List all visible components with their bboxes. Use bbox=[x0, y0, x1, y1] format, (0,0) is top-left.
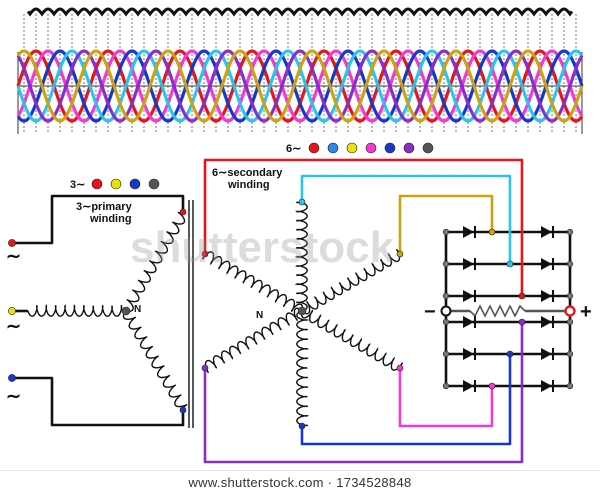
secondary-end-blue bbox=[298, 422, 306, 430]
secondary-phase-label: 6∼ bbox=[286, 143, 301, 155]
secondary-end-magenta bbox=[396, 364, 404, 372]
diode-right-1 bbox=[541, 226, 552, 238]
bridge-tap-red bbox=[518, 292, 526, 300]
diode-right-5 bbox=[541, 348, 552, 360]
bridge-node-left-2 bbox=[442, 260, 450, 268]
primary-neutral-node bbox=[121, 306, 131, 316]
load-resistor bbox=[469, 304, 526, 318]
primary-coil-lower bbox=[122, 310, 188, 408]
bridge-node-left-6 bbox=[442, 382, 450, 390]
secondary-wire-purple bbox=[203, 322, 524, 464]
bridge-tap-blue bbox=[506, 350, 514, 358]
bridge-node-right-6 bbox=[566, 382, 574, 390]
primary-coil-end-blue bbox=[179, 406, 187, 414]
transformer-rectifier-circuit: 3∼ 3∼primary winding 6∼ 6∼secondary wind… bbox=[6, 142, 592, 464]
diode-left-1 bbox=[463, 226, 474, 238]
secondary-coil-upleft bbox=[201, 251, 304, 312]
primary-terminal-yellow bbox=[8, 307, 16, 315]
waveform-panel bbox=[16, 7, 584, 134]
secondary-wire-cyan bbox=[300, 174, 512, 264]
secondary-legend-dot-6 bbox=[403, 142, 415, 154]
secondary-wire-magenta bbox=[398, 368, 494, 428]
primary-coil-middle bbox=[27, 304, 123, 317]
secondary-coil-upright bbox=[301, 249, 401, 315]
secondary-legend-dot-1 bbox=[308, 142, 320, 154]
diode-right-2 bbox=[541, 258, 552, 270]
bridge-node-left-4 bbox=[442, 318, 450, 326]
secondary-neutral-node bbox=[297, 306, 307, 316]
ac-symbol-1: ∼ bbox=[6, 246, 21, 266]
primary-legend-dot-1 bbox=[91, 178, 103, 190]
primary-wire-top bbox=[12, 194, 185, 245]
secondary-end-purple bbox=[201, 364, 209, 372]
secondary-legend-dot-3 bbox=[346, 142, 358, 154]
primary-terminal-red bbox=[8, 239, 16, 247]
secondary-legend-dot-7 bbox=[422, 142, 434, 154]
bridge-tap-purple bbox=[518, 318, 526, 326]
bridge-tap-magenta bbox=[488, 382, 496, 390]
bridge-node-left-3 bbox=[442, 292, 450, 300]
dc-minus-terminal bbox=[440, 305, 452, 317]
dc-plus-terminal bbox=[564, 305, 576, 317]
bridge-tap-cyan bbox=[506, 260, 514, 268]
secondary-legend-dot-2 bbox=[327, 142, 339, 154]
diode-right-4 bbox=[541, 316, 552, 328]
dc-ripple-curve bbox=[26, 7, 574, 17]
diode-right-6 bbox=[541, 380, 552, 392]
diode-right-3 bbox=[541, 290, 552, 302]
secondary-wire-yellow bbox=[398, 194, 494, 254]
secondary-coil-up bbox=[294, 201, 308, 312]
primary-phase-label: 3∼ bbox=[70, 179, 85, 191]
bridge-node-right-1 bbox=[566, 228, 574, 236]
dc-plus-label: + bbox=[580, 301, 592, 323]
secondary-coil-downright bbox=[300, 309, 404, 371]
primary-winding-label-2: winding bbox=[89, 213, 132, 225]
primary-neutral-label: N bbox=[134, 304, 141, 315]
ac-symbol-2: ∼ bbox=[6, 316, 21, 336]
bridge-node-left-1 bbox=[442, 228, 450, 236]
secondary-coil-down bbox=[296, 310, 310, 427]
diode-left-2 bbox=[463, 258, 474, 270]
primary-legend-dot-4 bbox=[148, 178, 160, 190]
phase-wave-magenta bbox=[16, 49, 584, 123]
bridge-node-left-5 bbox=[442, 350, 450, 358]
secondary-legend-dot-4 bbox=[365, 142, 377, 154]
primary-coil-upper bbox=[125, 211, 186, 312]
phase-wave-blue bbox=[16, 49, 584, 123]
bridge-tap-yellow bbox=[488, 228, 496, 236]
phase-wave-yellow bbox=[16, 49, 584, 123]
secondary-wire-blue bbox=[300, 354, 512, 446]
diode-left-4 bbox=[463, 316, 474, 328]
diode-left-5 bbox=[463, 348, 474, 360]
secondary-end-red bbox=[201, 250, 209, 258]
secondary-winding-label-2: winding bbox=[227, 179, 270, 191]
primary-wire-bottom bbox=[12, 376, 185, 427]
primary-terminal-blue bbox=[8, 374, 16, 382]
secondary-legend-dot-5 bbox=[384, 142, 396, 154]
watermark: shutterstock bbox=[130, 223, 395, 272]
bridge-node-right-2 bbox=[566, 260, 574, 268]
secondary-coil-downleft bbox=[204, 307, 303, 373]
secondary-wire-red bbox=[203, 158, 524, 296]
bridge-node-right-3 bbox=[566, 292, 574, 300]
ac-symbol-3: ∼ bbox=[6, 386, 21, 406]
dc-minus-label: − bbox=[424, 301, 436, 323]
primary-coil-end-red bbox=[179, 208, 187, 216]
diode-left-3 bbox=[463, 290, 474, 302]
phase-wave-purple bbox=[16, 49, 584, 123]
bridge-node-right-5 bbox=[566, 350, 574, 358]
primary-legend-dot-3 bbox=[129, 178, 141, 190]
footer-bar: www.shutterstock.com · 1734528848 bbox=[0, 470, 600, 496]
footer-text: www.shutterstock.com · 1734528848 bbox=[188, 475, 412, 490]
diode-left-6 bbox=[463, 380, 474, 392]
bridge-node-right-4 bbox=[566, 318, 574, 326]
secondary-end-cyan bbox=[298, 198, 306, 206]
secondary-end-yellow bbox=[396, 250, 404, 258]
primary-winding-label-1: 3∼primary bbox=[76, 201, 133, 213]
secondary-neutral-label: N bbox=[256, 310, 263, 321]
secondary-winding-label-1: 6∼secondary bbox=[212, 167, 283, 179]
primary-legend-dot-2 bbox=[110, 178, 122, 190]
